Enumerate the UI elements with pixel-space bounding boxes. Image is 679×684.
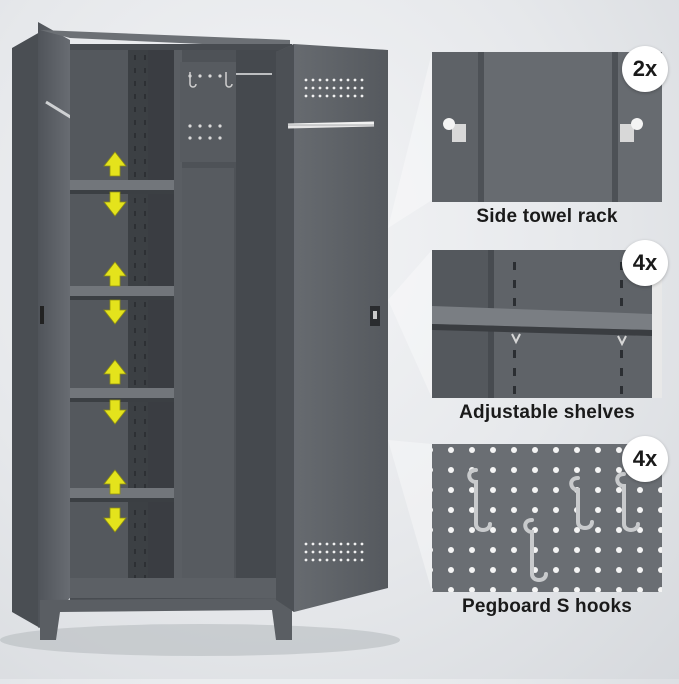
right-door bbox=[276, 44, 388, 612]
feature-label-pegboard-hooks: Pegboard S hooks bbox=[461, 596, 632, 617]
detail-adjustable-shelves bbox=[432, 250, 662, 398]
cabinet-body bbox=[12, 22, 292, 640]
left-door bbox=[38, 22, 70, 628]
quantity-badge: 2x bbox=[622, 46, 668, 92]
shelves bbox=[70, 180, 174, 502]
quantity-badge: 4x bbox=[622, 436, 668, 482]
feature-label-adjustable-shelves: Adjustable shelves bbox=[459, 402, 635, 423]
feature-label-towel-rack: Side towel rack bbox=[476, 206, 618, 227]
adjust-arrows bbox=[103, 151, 127, 533]
quantity-badge: 4x bbox=[622, 240, 668, 286]
